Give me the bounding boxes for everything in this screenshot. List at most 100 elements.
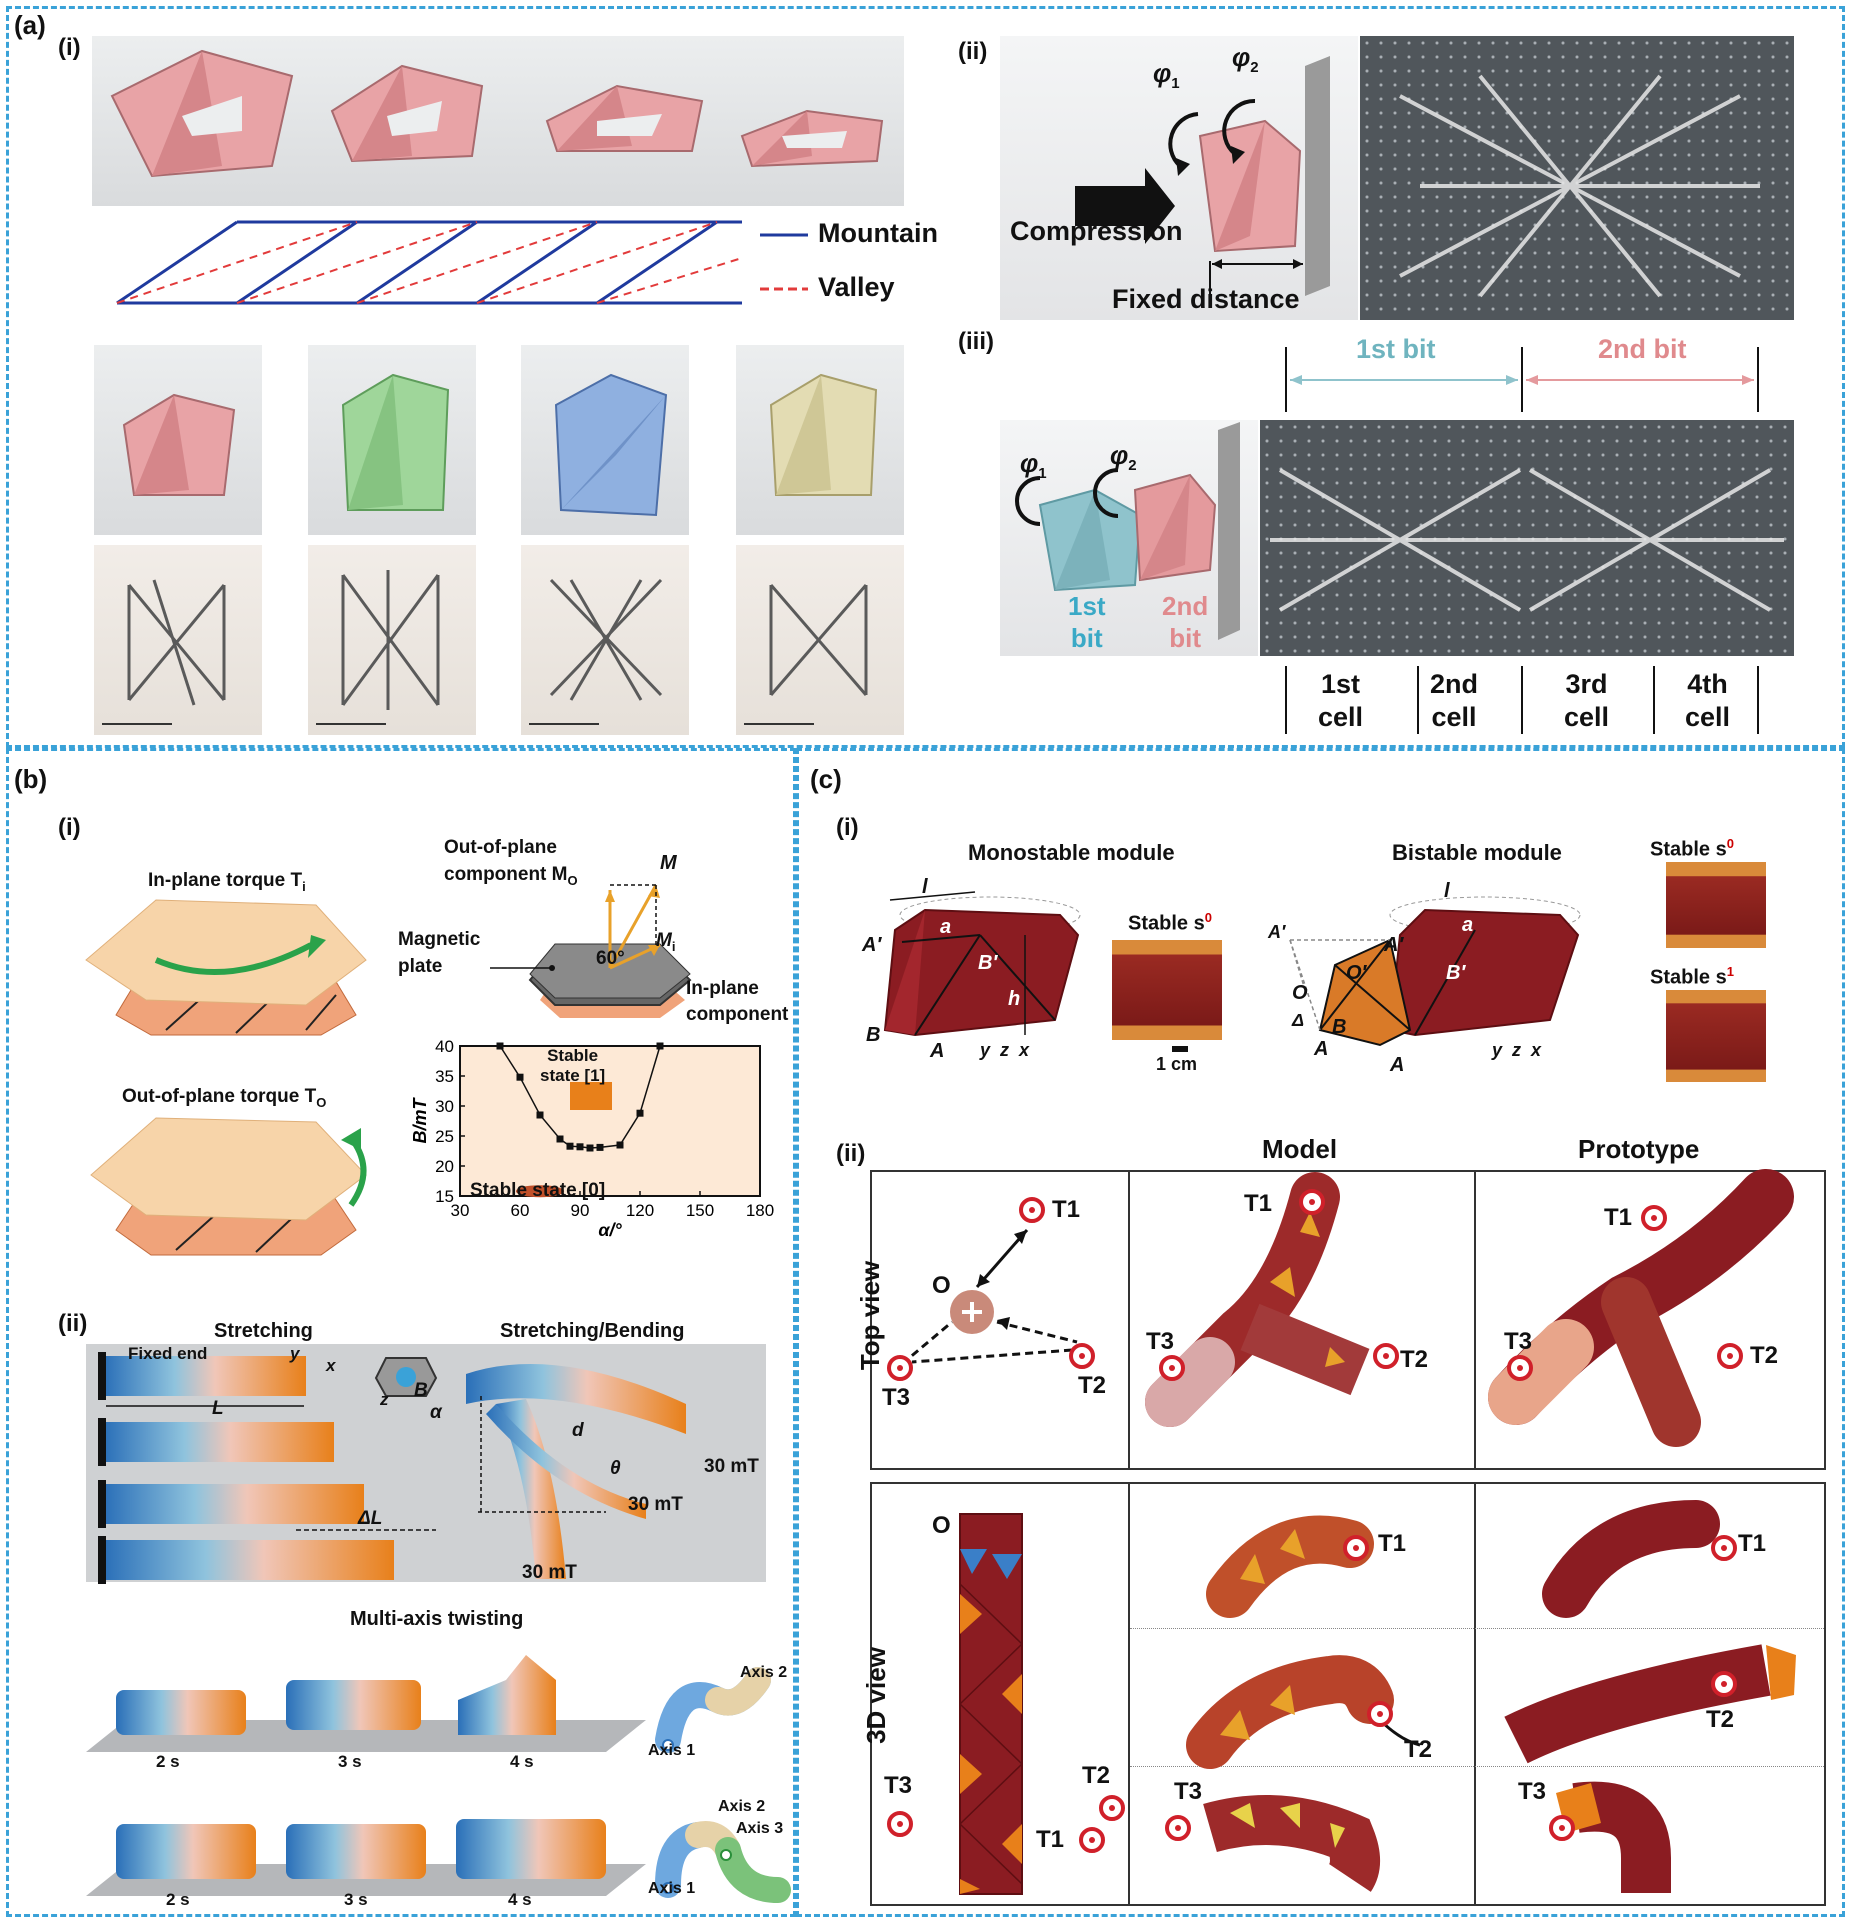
model-3d-T3 bbox=[1165, 1795, 1380, 1892]
target-schematic-top bbox=[887, 1197, 1095, 1381]
time-row2-0: 2 s bbox=[166, 1890, 190, 1909]
y-tick-label: 35 bbox=[435, 1067, 454, 1086]
scale-label-1cm: 1 cm bbox=[1156, 1054, 1198, 1074]
column-3d-schematic bbox=[887, 1513, 1125, 1895]
field-label-right: 30 mT bbox=[704, 1456, 759, 1477]
compression-schematic bbox=[1000, 36, 1358, 320]
stable-state-0-image bbox=[516, 1185, 564, 1198]
model-3d-T3-label: T3 bbox=[1174, 1778, 1203, 1805]
monostable-prototype-photo bbox=[1112, 940, 1222, 1040]
panel-b-i-label: (i) bbox=[58, 814, 81, 841]
legend-valley-line bbox=[760, 287, 808, 291]
bit2-top-label: 2nd bit bbox=[1598, 334, 1687, 364]
L-label: L bbox=[212, 1398, 224, 1419]
y-tick-label: 25 bbox=[435, 1127, 454, 1146]
model-top-T3: T3 bbox=[1146, 1328, 1175, 1355]
axis-x-label: x bbox=[326, 1356, 336, 1375]
compression-label: Compression bbox=[1010, 216, 1183, 246]
data-point bbox=[496, 1042, 504, 1050]
twisting-row-1 bbox=[86, 1640, 646, 1752]
x-tick-label: 90 bbox=[571, 1201, 590, 1220]
schem-top-T1: T1 bbox=[1052, 1196, 1081, 1223]
twisting-row-2 bbox=[86, 1784, 646, 1896]
A-prime-label-bi: A′ bbox=[1268, 922, 1286, 942]
model-header: Model bbox=[1262, 1134, 1338, 1164]
data-point bbox=[566, 1142, 574, 1150]
data-point bbox=[516, 1073, 524, 1081]
bit-span-arrows bbox=[1285, 347, 1759, 412]
model-top-view bbox=[1145, 1172, 1399, 1427]
axis-schematic-1 bbox=[655, 1667, 771, 1753]
l-label-bi: l bbox=[1444, 880, 1450, 902]
model-top-T2: T2 bbox=[1400, 1346, 1429, 1373]
two-cell-prototype-photo bbox=[1360, 36, 1794, 320]
panel-c-label: (c) bbox=[810, 764, 842, 794]
prototype-photo-2 bbox=[308, 545, 476, 735]
bistable-title: Bistable module bbox=[1392, 840, 1562, 865]
A-prime-label-bi-2: A′ bbox=[1384, 934, 1404, 956]
stretching-bending-title: Stretching/Bending bbox=[500, 1320, 685, 1342]
x-tick-label: 120 bbox=[626, 1201, 654, 1220]
x-axis-label: α/° bbox=[598, 1220, 622, 1240]
fixed-end-label: Fixed end bbox=[128, 1344, 208, 1363]
bistable-module bbox=[1289, 896, 1581, 1047]
axes-label-mono: y z x bbox=[980, 1040, 1030, 1060]
O-label-bi: O bbox=[1292, 982, 1308, 1004]
data-point bbox=[536, 1111, 544, 1119]
scale-bar bbox=[529, 723, 599, 725]
out-of-plane-module bbox=[90, 1117, 367, 1256]
iii-phi1-label: φ1 bbox=[1020, 448, 1047, 483]
iii-phi2-label: φ2 bbox=[1110, 440, 1137, 475]
dL-label: ΔL bbox=[358, 1508, 383, 1529]
data-point bbox=[616, 1141, 624, 1149]
legend-valley: Valley bbox=[818, 272, 895, 302]
Delta-label: Δ bbox=[1292, 1010, 1305, 1030]
y-axis-label: B/mT bbox=[410, 1096, 430, 1143]
h-label-mono: h bbox=[1008, 988, 1021, 1010]
bistable-s1-photo bbox=[1666, 990, 1766, 1082]
panel-b bbox=[6, 748, 796, 1917]
prototype-photo-1 bbox=[94, 545, 262, 735]
panel-c bbox=[796, 748, 1845, 1917]
scale-bar bbox=[744, 723, 814, 725]
time-row1-1: 3 s bbox=[338, 1752, 362, 1771]
monostable-module bbox=[883, 891, 1081, 1037]
bistable-s0-photo bbox=[1666, 862, 1766, 948]
axis-schematic-2 bbox=[655, 1821, 791, 1903]
scale-bar bbox=[102, 723, 172, 725]
time-row1-0: 2 s bbox=[156, 1752, 180, 1771]
prototype-photo-3 bbox=[521, 545, 689, 735]
proto-top-T1: T1 bbox=[1604, 1204, 1633, 1231]
proto-top-T3: T3 bbox=[1504, 1328, 1533, 1355]
x-tick-label: 180 bbox=[746, 1201, 774, 1220]
stable-s1-label-bi: Stable s1 bbox=[1650, 964, 1734, 989]
legend-mountain: Mountain bbox=[818, 218, 938, 248]
panel-c-i-label: (i) bbox=[836, 814, 859, 841]
magnetic-plate-diagram bbox=[490, 884, 692, 1018]
variant-render-pink bbox=[94, 345, 262, 535]
proto-3d-T2-label: T2 bbox=[1706, 1706, 1735, 1733]
Mi-label: Mi bbox=[656, 930, 676, 954]
in-plane-module bbox=[85, 899, 367, 1036]
y-tick-label: 40 bbox=[435, 1037, 454, 1056]
d-label: d bbox=[572, 1420, 584, 1441]
cell-dividers bbox=[1285, 666, 1759, 734]
y-tick-label: 20 bbox=[435, 1157, 454, 1176]
a-label-mono: a bbox=[940, 916, 952, 938]
top-divider-1 bbox=[1128, 1170, 1130, 1470]
v3d-row-sep-1 bbox=[1130, 1628, 1824, 1629]
v3d-divider-2 bbox=[1474, 1482, 1476, 1906]
plot-area bbox=[459, 1045, 761, 1197]
v3d-schem-T2: T2 bbox=[1082, 1762, 1111, 1789]
variant-render-beige bbox=[736, 345, 904, 535]
data-point bbox=[586, 1144, 594, 1152]
